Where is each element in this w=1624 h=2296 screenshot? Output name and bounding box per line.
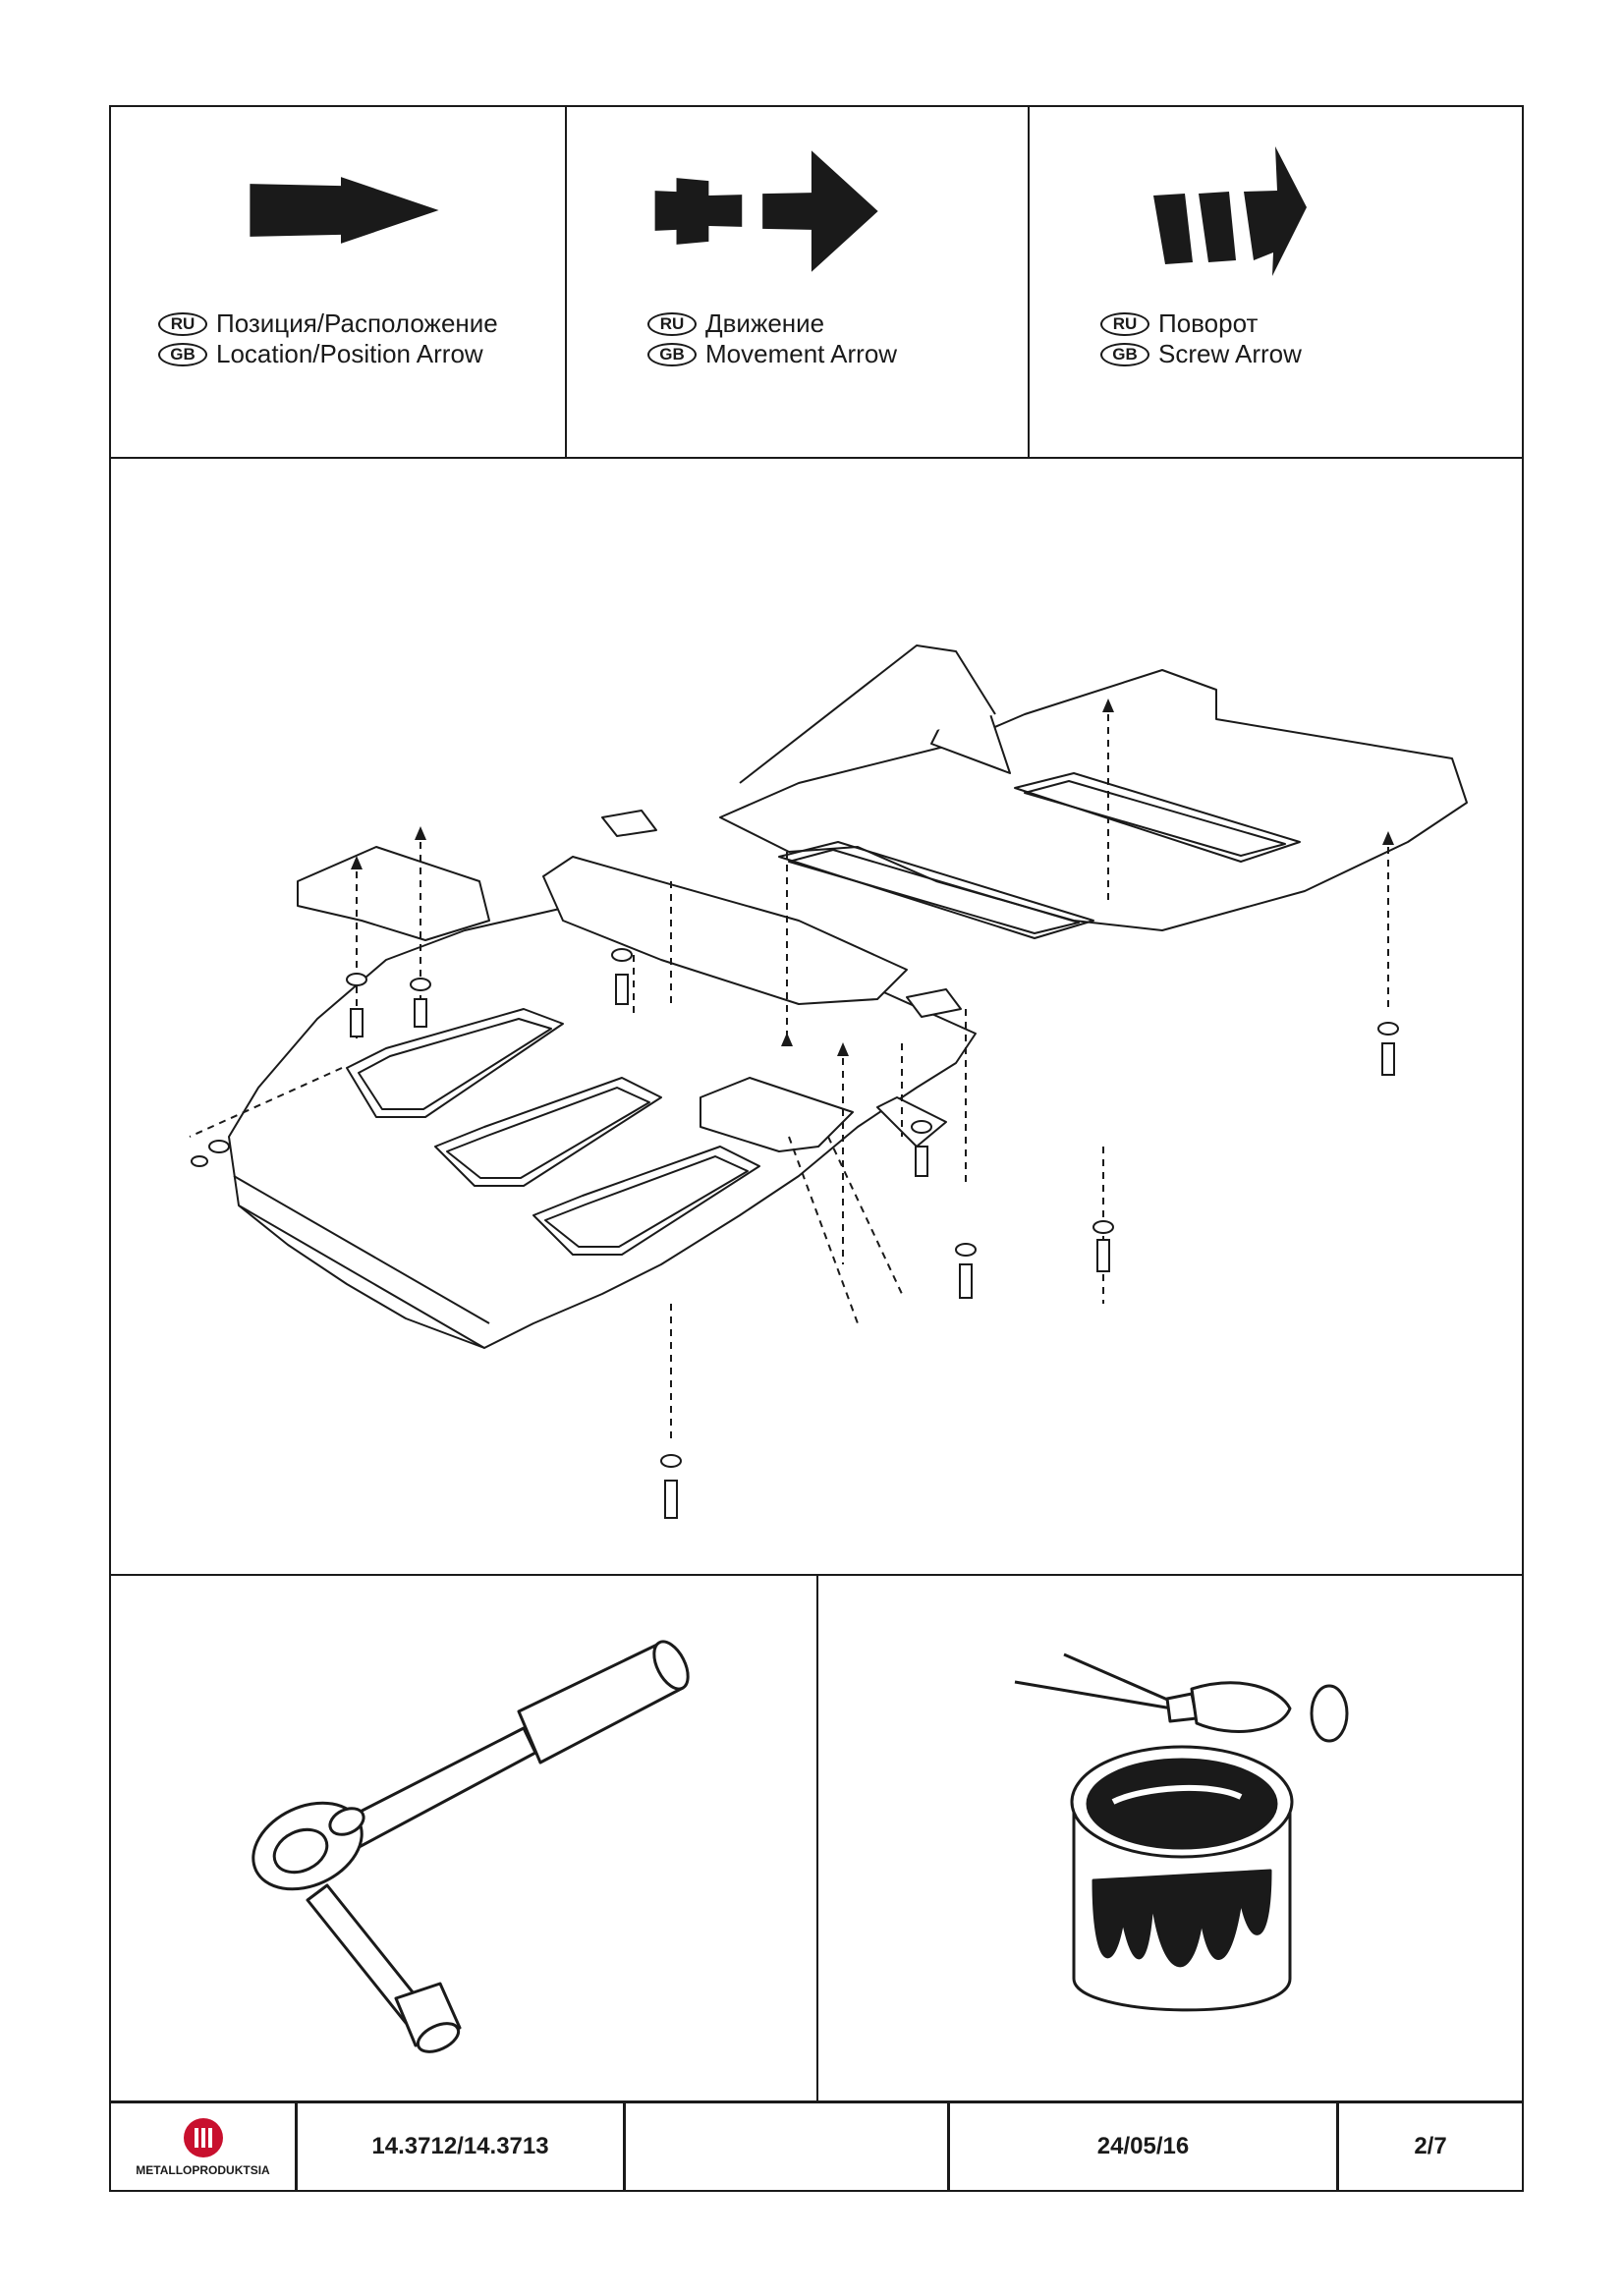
ratchet-cell <box>111 1576 818 2100</box>
legend-screw: RU Поворот GB Screw Arrow <box>1030 107 1522 457</box>
arrow-legend: RU Позиция/Расположение GB Location/Positi… <box>111 107 1522 459</box>
gb-badge: GB <box>647 342 697 366</box>
ru-badge: RU <box>158 311 207 336</box>
page-number: 2/7 <box>1414 2133 1447 2159</box>
paint-can-brush-icon <box>1014 1652 1349 2012</box>
gb-badge: GB <box>1100 342 1149 366</box>
legend-ru-text: Поворот <box>1158 308 1259 338</box>
assembly-diagram <box>111 459 1522 1576</box>
skid-plate-exploded-view <box>189 644 1468 1519</box>
title-block: METALLOPRODUKTSIA 14.3712/14.3713 24/05/… <box>111 2103 1522 2190</box>
instruction-sheet: RU Позиция/Расположение GB Location/Positi… <box>109 105 1524 2192</box>
logo-emblem-icon <box>183 2118 223 2157</box>
legend-movement: RU Движение GB Movement Arrow <box>567 107 1030 457</box>
gb-badge: GB <box>158 342 207 366</box>
tools-row <box>111 1576 1522 2103</box>
paint-cell <box>818 1576 1522 2100</box>
legend-ru-text: Позиция/Расположение <box>216 308 498 338</box>
issue-date: 24/05/16 <box>950 2103 1339 2190</box>
ratchet-wrench-icon <box>252 1640 690 2053</box>
dashed-arrow-icon <box>654 150 878 272</box>
ru-badge: RU <box>647 311 697 336</box>
legend-gb-text: Screw Arrow <box>1158 339 1302 368</box>
logo-text: METALLOPRODUKTSIA <box>136 2163 270 2177</box>
legend-gb-text: Location/Position Arrow <box>216 339 483 368</box>
legend-gb-text: Movement Arrow <box>705 339 898 368</box>
empty-field <box>626 2103 950 2190</box>
part-number: 14.3712/14.3713 <box>298 2103 626 2190</box>
legend-location: RU Позиция/Расположение GB Location/Positi… <box>111 107 567 457</box>
legend-ru-text: Движение <box>705 308 825 338</box>
curved-arrow-icon <box>1153 146 1307 276</box>
solid-arrow-icon <box>250 177 439 244</box>
company-logo: METALLOPRODUKTSIA <box>111 2103 298 2190</box>
ru-badge: RU <box>1100 311 1149 336</box>
